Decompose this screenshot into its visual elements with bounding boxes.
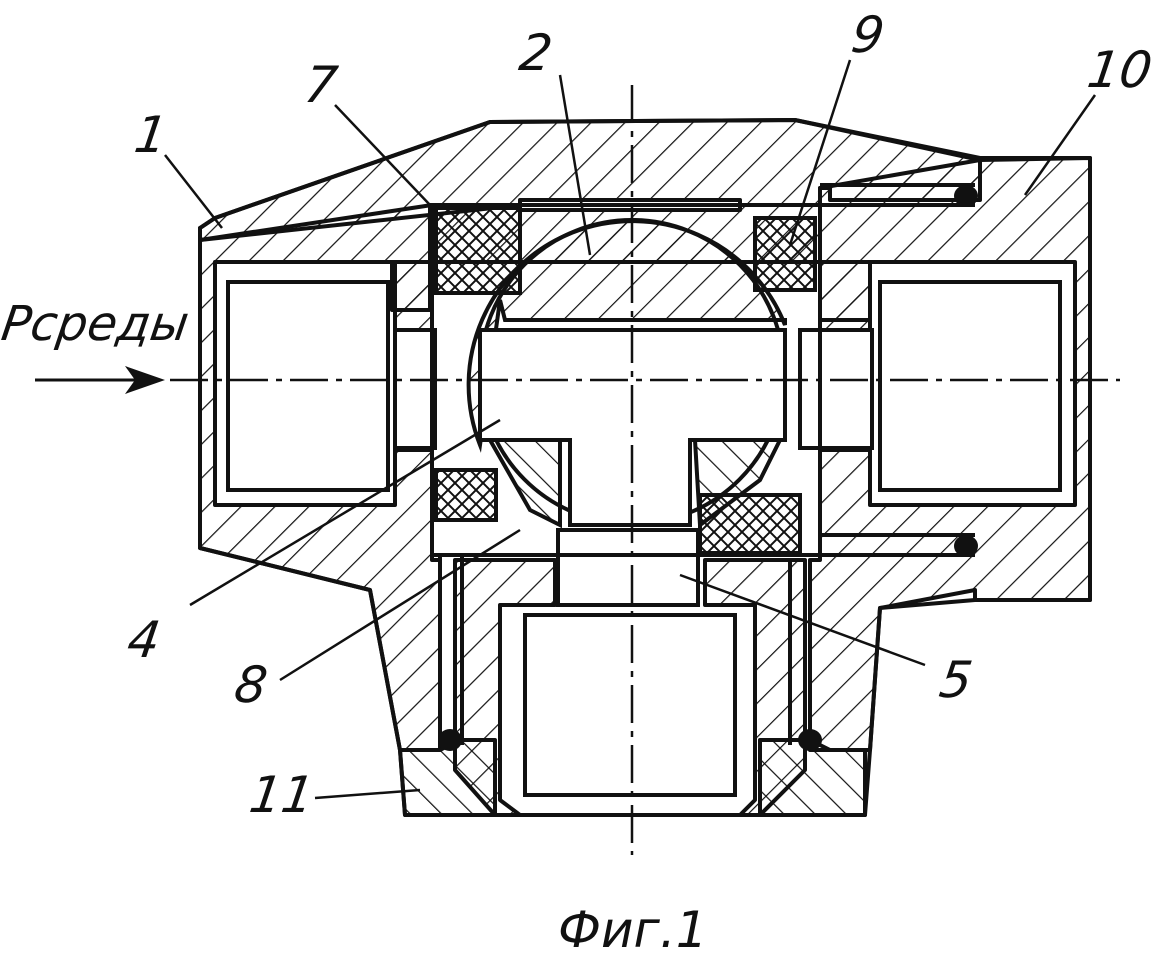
pressure-label: Pсреды xyxy=(0,300,192,348)
flow-arrow xyxy=(35,366,165,394)
label-part-7: 7 xyxy=(301,60,340,110)
label-part-11: 11 xyxy=(246,770,317,820)
label-part-10: 10 xyxy=(1084,45,1152,95)
figure-caption: Фиг.1 xyxy=(558,905,708,955)
